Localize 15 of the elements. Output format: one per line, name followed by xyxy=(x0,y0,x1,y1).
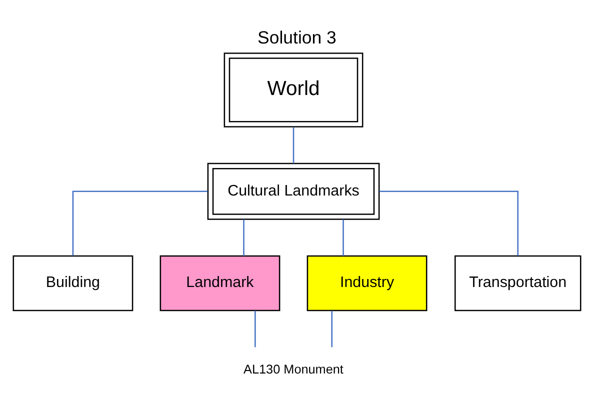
diagram-title: Solution 3 xyxy=(258,26,336,47)
node-box: Landmark xyxy=(160,254,280,311)
connector xyxy=(243,218,244,256)
connector xyxy=(72,190,208,256)
node-text: AL130 Monument xyxy=(244,362,344,376)
connector xyxy=(379,190,518,256)
node-box: Building xyxy=(12,254,134,311)
connector xyxy=(254,310,256,347)
node-box: World xyxy=(224,52,364,127)
connector xyxy=(331,310,332,347)
node-box: Industry xyxy=(306,254,428,311)
connector xyxy=(292,126,294,163)
connector xyxy=(342,218,344,256)
node-box: Transportation xyxy=(454,254,582,311)
node-box: Cultural Landmarks xyxy=(207,162,380,220)
